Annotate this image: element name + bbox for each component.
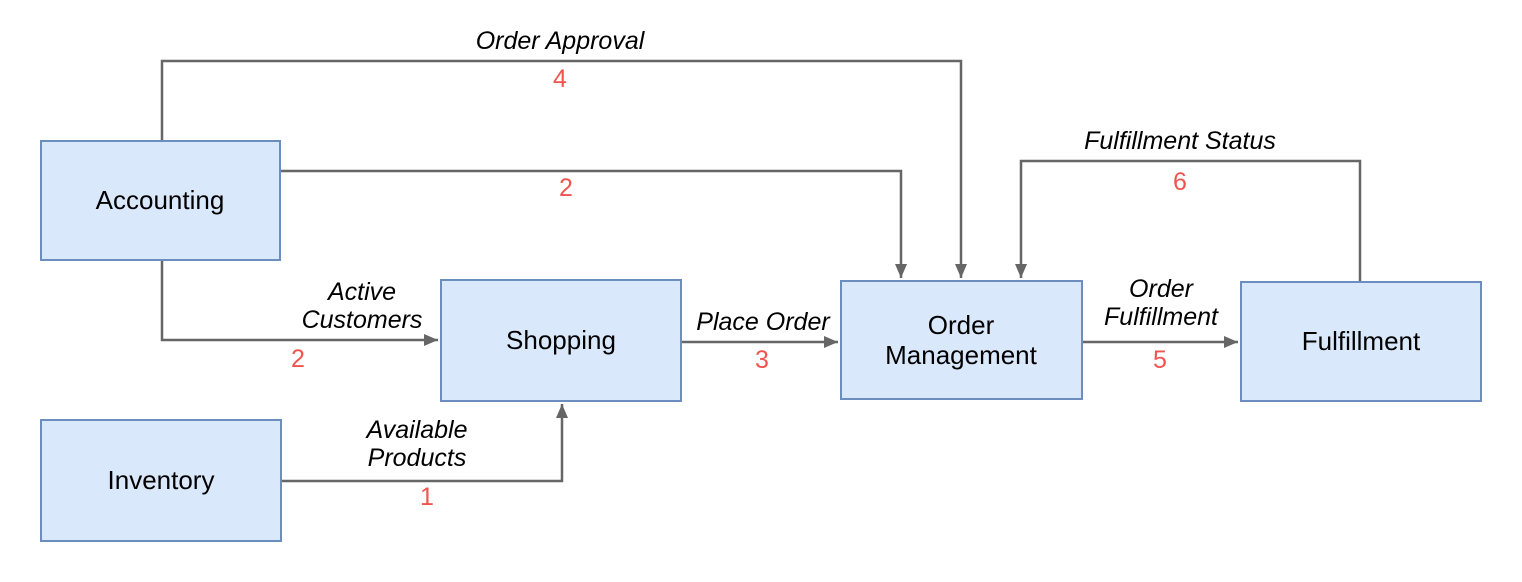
edge-inventory-to-shopping[interactable] xyxy=(281,404,568,483)
flow-number-4: 4 xyxy=(553,65,567,93)
node-inventory-box[interactable] xyxy=(40,419,282,542)
flow-label-active-customers-line2: Customers xyxy=(302,306,423,334)
flow-label-available-products-line2: Products xyxy=(368,444,467,472)
flow-number-5: 5 xyxy=(1153,346,1167,374)
flow-label-fulfillment-status: Fulfillment Status xyxy=(1084,127,1276,155)
flow-label-place-order: Place Order xyxy=(696,308,831,336)
flow-label-active-customers-line1: Active xyxy=(326,278,396,306)
edge-accounting-to-order-management[interactable] xyxy=(280,169,907,278)
flow-label-order-approval: Order Approval xyxy=(476,27,646,55)
node-order-management-label-line1: Order xyxy=(928,310,995,340)
flow-number-1: 1 xyxy=(420,483,434,511)
node-order-management[interactable]: Order Management xyxy=(840,280,1083,400)
node-inventory[interactable]: Inventory xyxy=(40,419,282,542)
flow-label-order-fulfillment-line1: Order xyxy=(1129,275,1195,303)
node-order-management-box[interactable] xyxy=(840,280,1083,400)
flow-number-6: 6 xyxy=(1173,168,1187,196)
node-order-management-label-line2: Management xyxy=(885,340,1038,370)
flow-label-available-products-line1: Available xyxy=(364,416,467,444)
node-shopping-box[interactable] xyxy=(440,279,682,402)
flow-number-2: 2 xyxy=(291,345,305,373)
flow-number-2-direct: 2 xyxy=(559,174,573,202)
node-shopping[interactable]: Shopping xyxy=(440,279,682,402)
flow-number-3: 3 xyxy=(755,346,769,374)
node-inventory-label: Inventory xyxy=(108,465,215,495)
node-accounting-box[interactable] xyxy=(40,140,281,261)
node-fulfillment-box[interactable] xyxy=(1240,281,1482,402)
edge-accounting-to-shopping[interactable] xyxy=(160,260,438,346)
node-shopping-label: Shopping xyxy=(506,325,616,355)
node-accounting[interactable]: Accounting xyxy=(40,140,281,261)
flow-label-order-fulfillment-line2: Fulfillment xyxy=(1104,303,1219,331)
node-fulfillment[interactable]: Fulfillment xyxy=(1240,281,1482,402)
node-fulfillment-label: Fulfillment xyxy=(1302,326,1421,356)
edge-fulfillment-status[interactable] xyxy=(1015,159,1362,282)
edge-order-approval[interactable] xyxy=(160,59,967,278)
node-accounting-label: Accounting xyxy=(96,185,225,215)
